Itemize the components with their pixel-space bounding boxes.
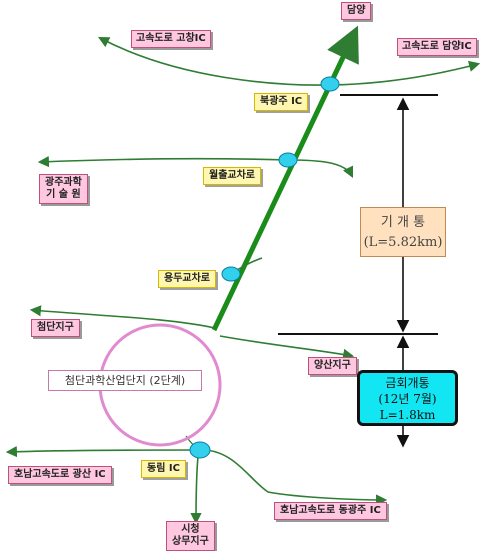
- cityhall-road: [190, 455, 202, 525]
- label-damyang-ic: 고속도로 담양IC: [397, 38, 477, 56]
- label-city-hall-line1: 시청: [181, 524, 200, 535]
- ondu-interchange: [221, 266, 241, 282]
- label-gochang-ic: 고속도로 고창IC: [131, 30, 211, 48]
- label-gwangju-institute-line2: 기 술 원: [46, 189, 81, 200]
- label-ondu: 용두교차로: [158, 270, 216, 288]
- label-cheomdan-district: 첨단지구: [31, 319, 80, 337]
- label-honam-gwangsan-ic: 호남고속도로 광산 IC: [8, 466, 112, 484]
- current-opening-box: 금회개통 (12년 7월) L=1.8km: [357, 370, 458, 426]
- label-damyang: 담양: [341, 2, 372, 20]
- label-city-hall: 시청 상무지구: [166, 521, 215, 551]
- current-opening-length: L=1.8km: [379, 408, 436, 422]
- label-bukgwangju-ic: 북광주 IC: [254, 93, 309, 111]
- current-opening-date: (12년 7월): [378, 392, 437, 406]
- label-city-hall-line2: 상무지구: [172, 536, 209, 547]
- label-honam-donggwangju-ic: 호남고속도로 동광주 IC: [274, 502, 387, 520]
- previously-opened-length: (L=5.82km): [363, 235, 443, 250]
- label-science-complex: 첨단과학산업단지 (2단계): [48, 370, 202, 391]
- label-gwangju-institute-line1: 광주과학: [45, 177, 82, 188]
- previously-opened-box: 기 개 통 (L=5.82km): [360, 207, 446, 257]
- dongrim-interchange: [189, 441, 211, 459]
- label-yangsan-district: 양산지구: [308, 357, 357, 375]
- wolchul-interchange: [278, 152, 298, 168]
- yangsan-road: [219, 335, 355, 360]
- label-wolchul: 월출교차로: [203, 167, 261, 185]
- current-opening-title: 금회개통: [385, 376, 430, 390]
- cheomdan-road: [29, 305, 216, 329]
- label-gwangju-institute: 광주과학 기 술 원: [39, 174, 88, 204]
- donggwangju-road: [204, 449, 388, 506]
- previously-opened-title: 기 개 통: [380, 215, 426, 230]
- gwangsan-road: [5, 446, 199, 458]
- wolchul-road: [37, 156, 354, 179]
- label-dongrim-ic: 동림 IC: [141, 460, 186, 478]
- bukgwangju-interchange: [320, 76, 340, 92]
